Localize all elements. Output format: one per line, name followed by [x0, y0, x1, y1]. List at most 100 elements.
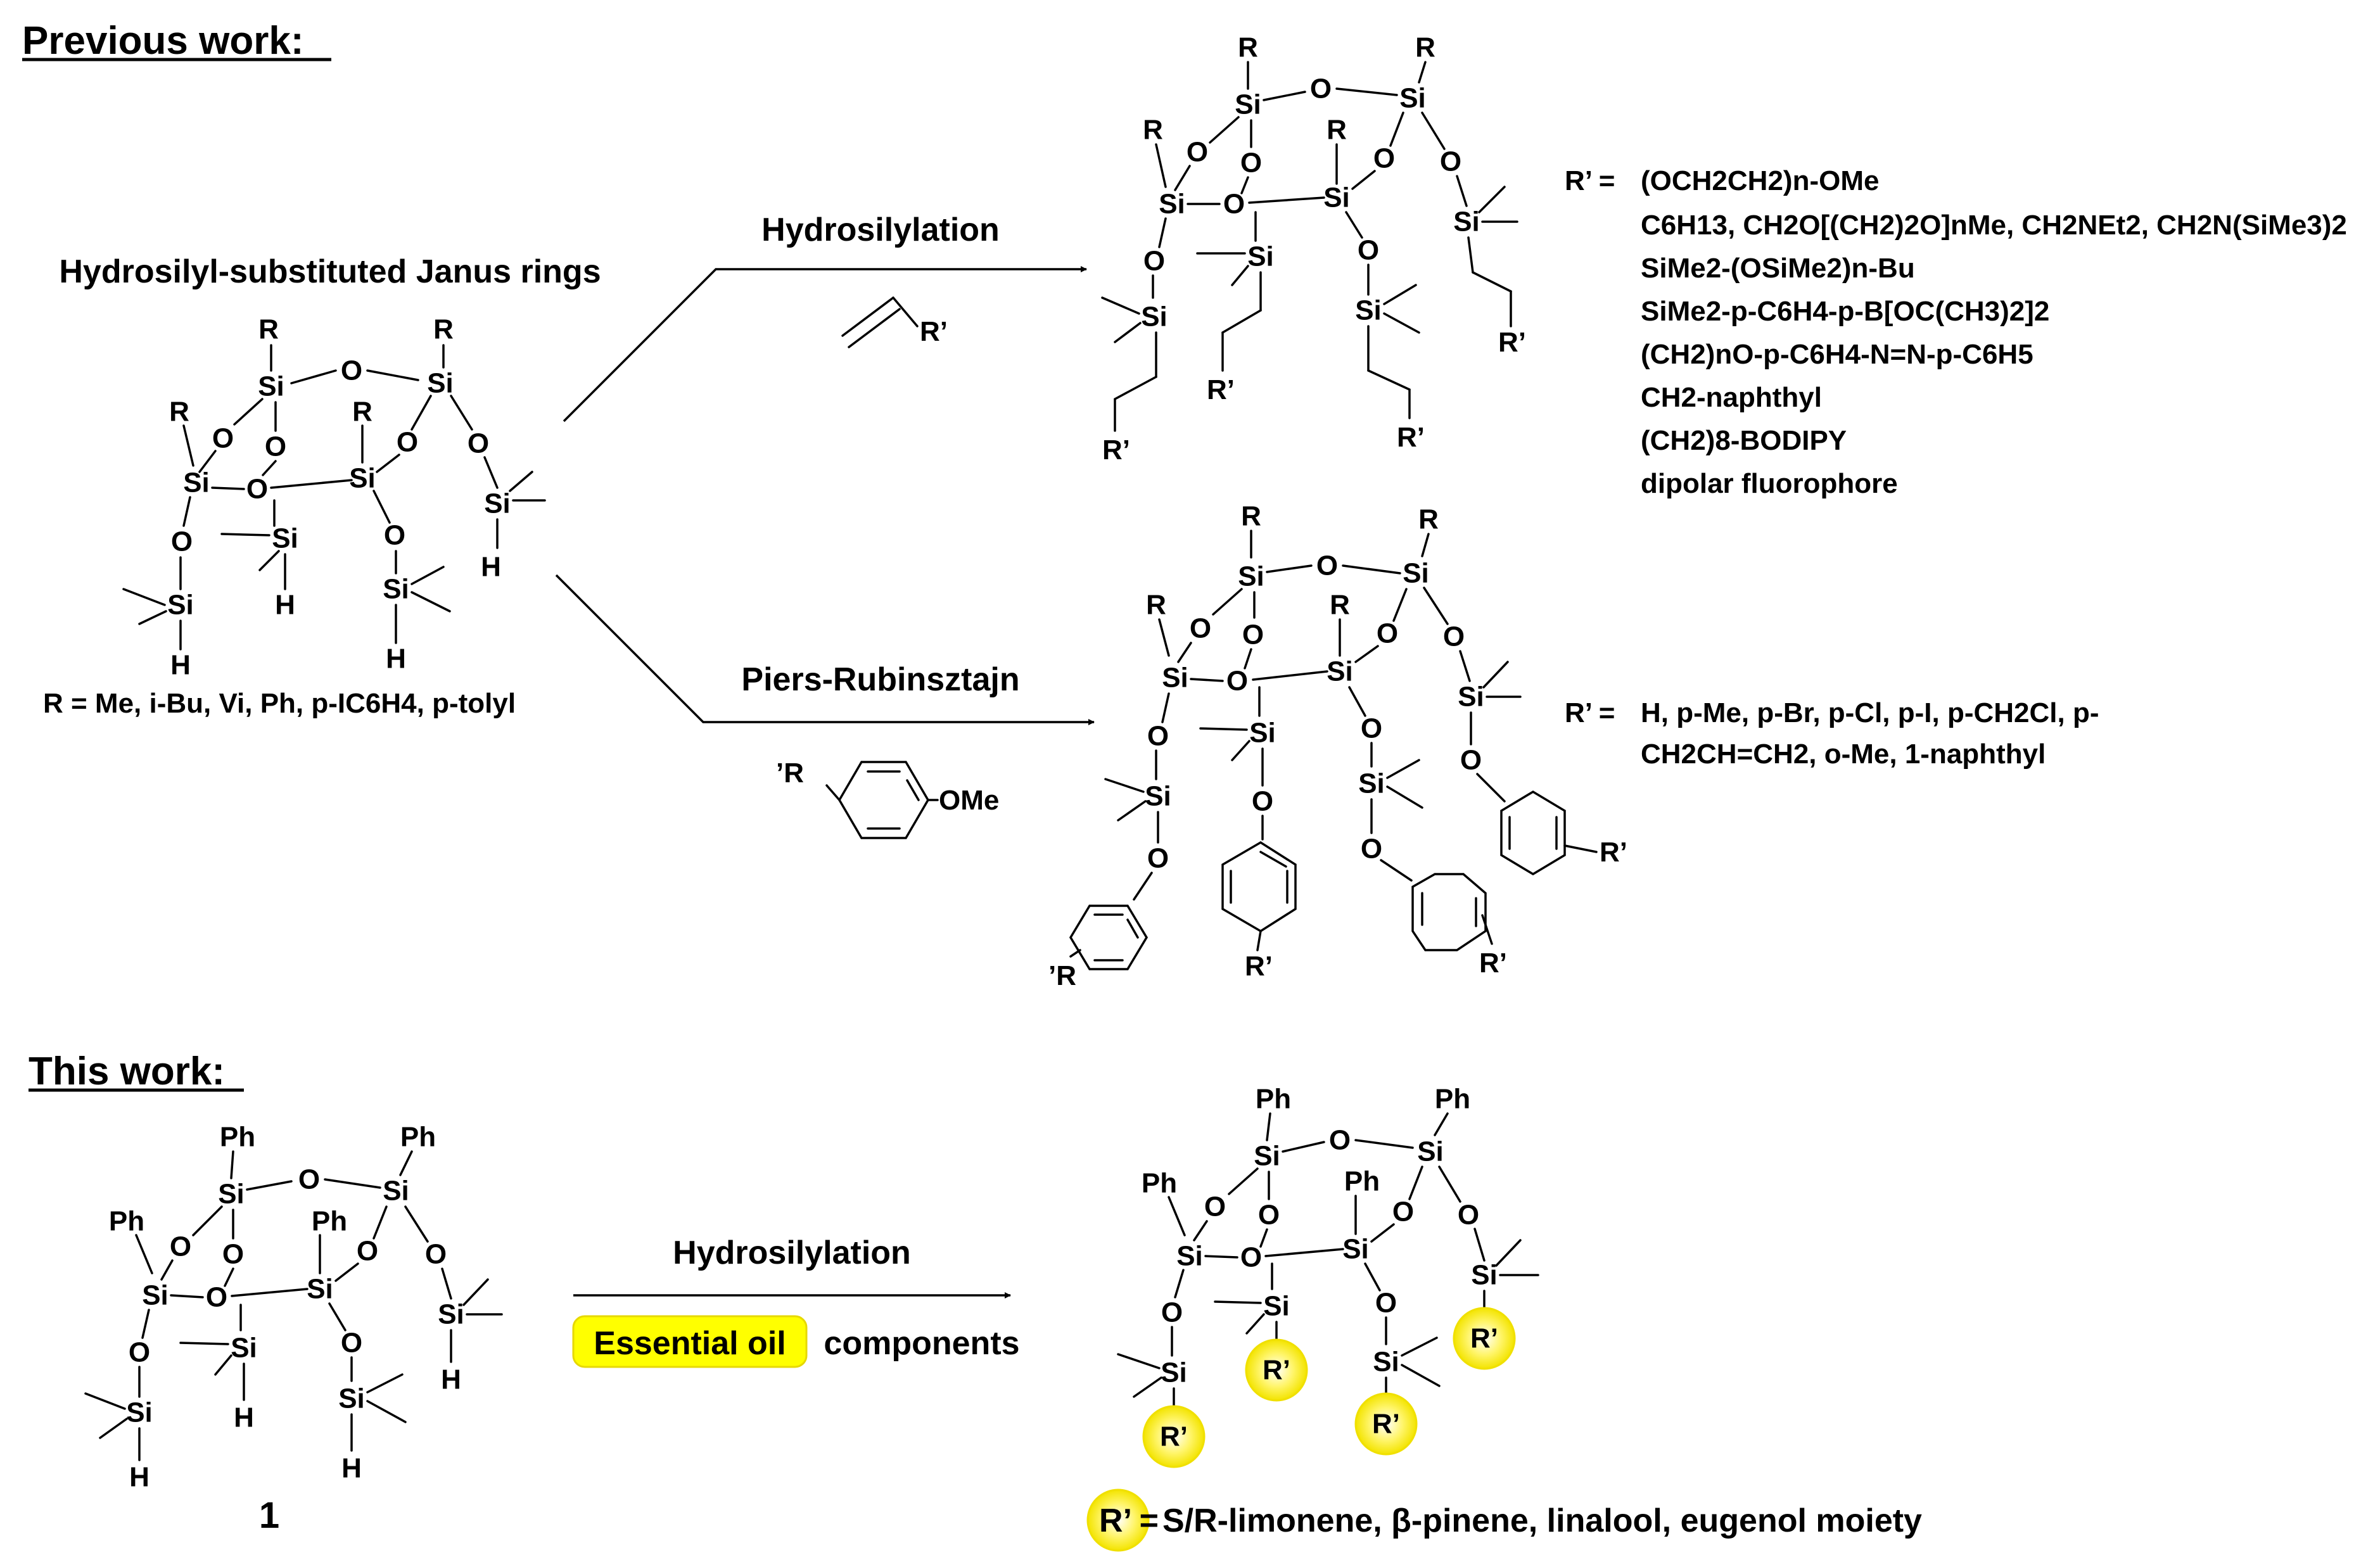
- svg-text:C6H13, CH2O[(CH2)2O]nMe, CH2NE: C6H13, CH2O[(CH2)2O]nMe, CH2NEt2, CH2N(S…: [1641, 210, 2347, 241]
- svg-text:H, p-Me, p-Br, p-Cl, p-I, p-CH: H, p-Me, p-Br, p-Cl, p-I, p-CH2Cl, p-: [1641, 697, 2099, 728]
- svg-text:H: H: [275, 590, 295, 621]
- janus-ring-structure: R Si O R Si R O O R O O Si O Si Si H: [122, 314, 546, 681]
- svg-text:O: O: [468, 428, 489, 459]
- piers-rubinsztajn-product: R Si O R Si R O O R O O Si O Si Si O: [1048, 501, 1627, 992]
- svg-text:Si: Si: [1176, 1241, 1203, 1272]
- svg-text:CH2-naphthyl: CH2-naphthyl: [1641, 382, 1822, 413]
- svg-text:Si: Si: [1471, 1260, 1498, 1291]
- compound-1-structure: Ph Si O Ph Si Ph O O Ph O O Si O Si Si H: [84, 1122, 503, 1493]
- svg-text:O: O: [1373, 143, 1395, 174]
- svg-text:Si: Si: [1159, 189, 1185, 220]
- svg-text:R’: R’: [1600, 837, 1627, 868]
- svg-text:Si: Si: [1162, 663, 1188, 694]
- svg-text:Si: Si: [1403, 558, 1429, 589]
- svg-text:Si: Si: [484, 488, 511, 519]
- svg-text:O: O: [170, 1231, 191, 1262]
- svg-text:O: O: [1143, 246, 1165, 277]
- svg-text:O: O: [341, 355, 362, 386]
- svg-text:O: O: [1316, 550, 1338, 581]
- svg-text:Si: Si: [1323, 182, 1350, 213]
- svg-text:Si: Si: [167, 590, 194, 621]
- svg-text:Si: Si: [1247, 241, 1274, 272]
- vinyl-reagent: R’: [841, 296, 948, 348]
- svg-text:’R: ’R: [1048, 960, 1076, 991]
- svg-text:O: O: [341, 1328, 362, 1359]
- svg-text:H: H: [441, 1364, 461, 1395]
- svg-text:R’: R’: [1470, 1323, 1498, 1354]
- svg-text:O: O: [1377, 618, 1398, 649]
- header-this-work: This work:: [29, 1050, 225, 1093]
- svg-text:O: O: [1375, 1288, 1397, 1319]
- svg-text:Si: Si: [1399, 83, 1426, 114]
- svg-text:O: O: [1226, 666, 1248, 697]
- hydrosilylation-product: R Si O R Si R O O R O O Si O Si Si: [1101, 32, 1526, 466]
- svg-text:Si: Si: [1458, 682, 1484, 713]
- svg-text:(CH2)nO-p-C6H4-N=N-p-C6H5: (CH2)nO-p-C6H4-N=N-p-C6H5: [1641, 339, 2033, 370]
- hydrosilylation-arrow-top: [563, 266, 1087, 422]
- essential-oil-product: Ph Si O Ph Si Ph O O Ph O O Si O Si Si O: [1117, 1084, 1539, 1468]
- svg-text:Si: Si: [1355, 295, 1382, 326]
- svg-text:OMe: OMe: [939, 785, 999, 816]
- svg-text:SiMe2-(OSiMe2)n-Bu: SiMe2-(OSiMe2)n-Bu: [1641, 253, 1915, 284]
- svg-text:O: O: [171, 526, 193, 557]
- svg-text:O: O: [1147, 843, 1169, 874]
- svg-text:Si: Si: [126, 1397, 153, 1428]
- svg-text:Si: Si: [1161, 1357, 1187, 1388]
- svg-text:O: O: [1358, 235, 1379, 266]
- svg-text:H: H: [341, 1453, 362, 1484]
- svg-text:R: R: [1415, 32, 1435, 63]
- svg-text:Ph: Ph: [1435, 1084, 1470, 1115]
- svg-text:O: O: [1204, 1191, 1226, 1222]
- svg-text:R’: R’: [1245, 951, 1273, 982]
- svg-text:R’: R’: [1207, 374, 1235, 405]
- svg-text:O: O: [212, 423, 234, 454]
- svg-text:O: O: [397, 427, 418, 458]
- svg-text:Si: Si: [183, 467, 210, 498]
- svg-text:O: O: [1361, 834, 1382, 865]
- svg-text:Si: Si: [1254, 1141, 1280, 1172]
- svg-text:O: O: [1190, 613, 1211, 644]
- svg-text:’R: ’R: [776, 758, 804, 789]
- svg-text:H: H: [481, 552, 501, 583]
- svg-text:Si: Si: [307, 1274, 333, 1305]
- svg-text:Si: Si: [1238, 561, 1264, 592]
- svg-text:Ph: Ph: [109, 1206, 144, 1237]
- svg-text:H: H: [129, 1462, 150, 1493]
- svg-text:CH2CH=CH2, o-Me, 1-naphthyl: CH2CH=CH2, o-Me, 1-naphthyl: [1641, 739, 2046, 770]
- svg-text:O: O: [1187, 137, 1208, 168]
- svg-text:O: O: [1240, 148, 1262, 179]
- hydrosilylation-label-bottom: Hydrosilylation: [673, 1235, 911, 1271]
- svg-text:O: O: [246, 474, 268, 505]
- svg-text:O: O: [222, 1239, 244, 1270]
- svg-text:O: O: [1147, 721, 1169, 752]
- svg-text:R: R: [1418, 504, 1439, 535]
- svg-text:O: O: [298, 1164, 320, 1195]
- svg-text:H: H: [234, 1402, 254, 1433]
- svg-text:Si: Si: [1145, 781, 1171, 812]
- svg-text:O: O: [1458, 1200, 1479, 1231]
- svg-text:Si: Si: [1373, 1347, 1399, 1378]
- rprime-list-top: R’ = (OCH2CH2)n-OMe C6H13, CH2O[(CH2)2O]…: [1565, 165, 2347, 499]
- svg-text:O: O: [1329, 1125, 1351, 1156]
- svg-text:R’: R’: [1263, 1355, 1290, 1386]
- svg-text:Ph: Ph: [312, 1206, 347, 1237]
- svg-text:R’: R’: [1372, 1409, 1400, 1440]
- svg-text:H: H: [170, 650, 191, 681]
- svg-text:R’ =: R’ =: [1565, 697, 1615, 728]
- svg-text:Ph: Ph: [1256, 1084, 1291, 1115]
- svg-text:O: O: [1392, 1197, 1414, 1228]
- svg-text:Si: Si: [258, 371, 284, 402]
- svg-text:R’: R’: [1498, 327, 1526, 358]
- svg-text:O: O: [1240, 1242, 1262, 1273]
- svg-text:R: R: [352, 397, 372, 428]
- svg-text:O: O: [1440, 146, 1461, 177]
- svg-text:Si: Si: [1235, 89, 1261, 120]
- essential-oil-highlight: [572, 1315, 808, 1368]
- svg-text:O: O: [1242, 619, 1264, 651]
- svg-text:S/R-limonene, β-pinene, linalo: S/R-limonene, β-pinene, linalool, eugeno…: [1162, 1502, 1922, 1539]
- svg-text:Si: Si: [1453, 206, 1480, 238]
- svg-text:R: R: [1330, 590, 1350, 621]
- svg-text:O: O: [206, 1282, 227, 1313]
- header-previous-work: Previous work:: [22, 19, 303, 63]
